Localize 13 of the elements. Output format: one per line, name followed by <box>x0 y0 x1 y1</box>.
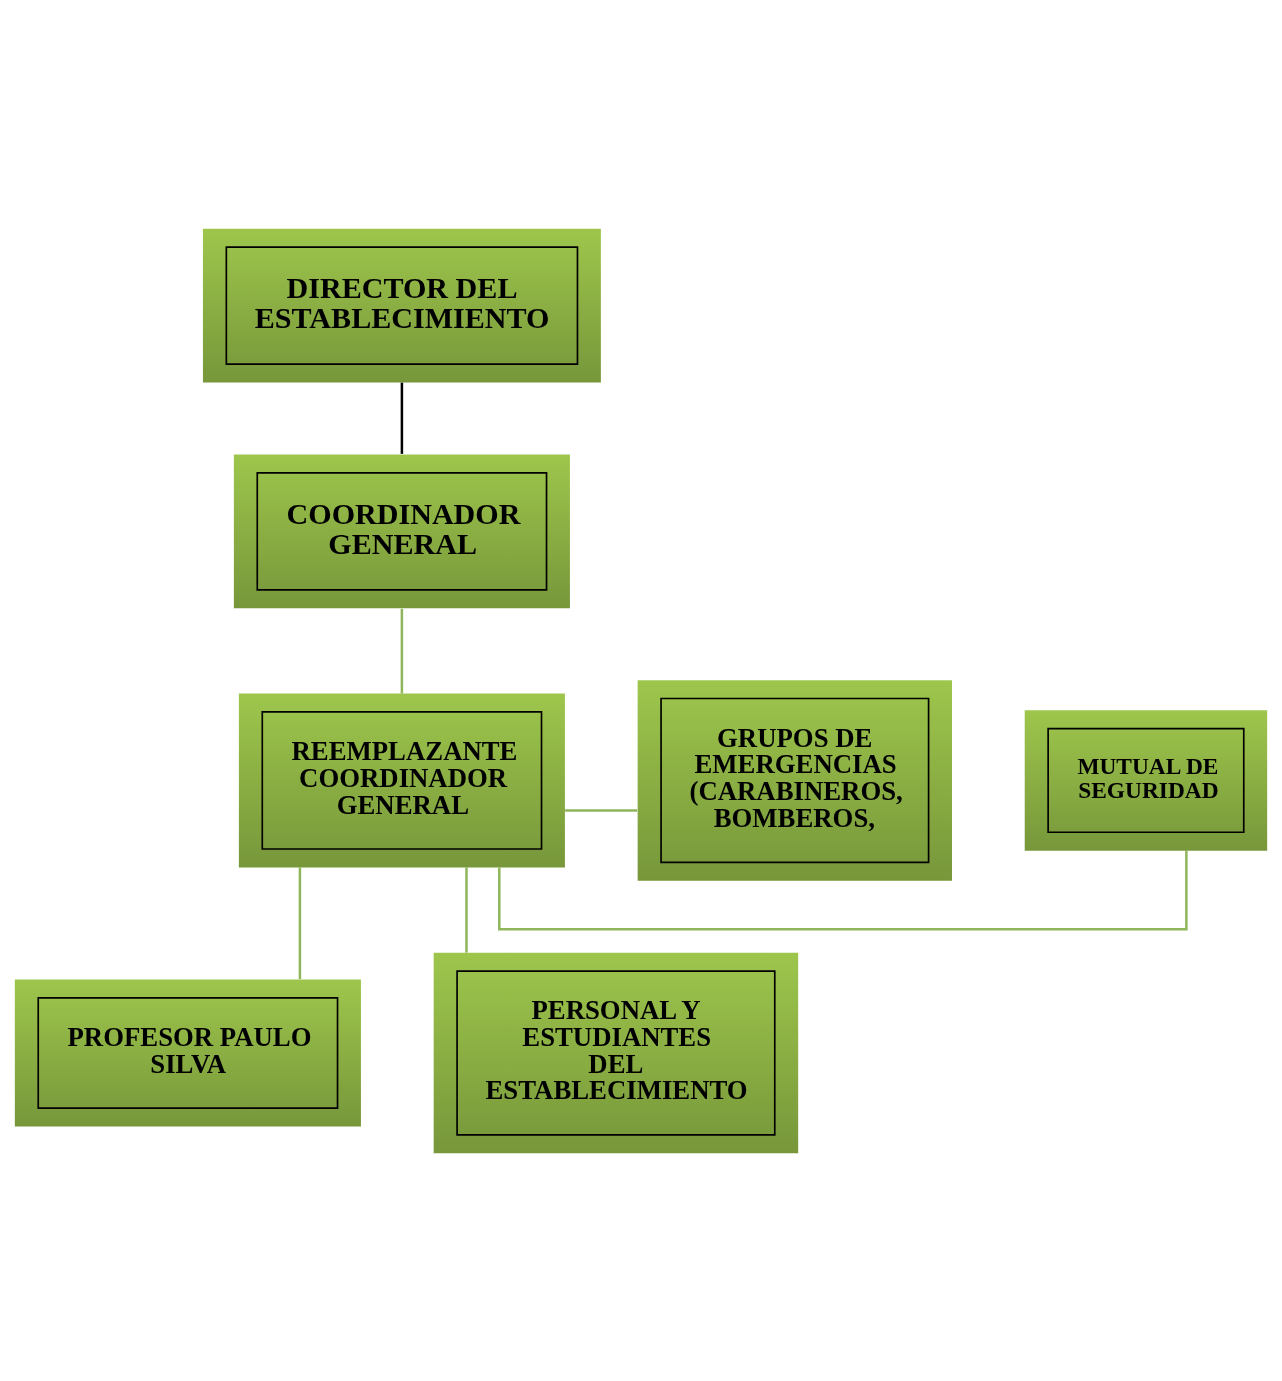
node-box: MUTUAL DE SEGURIDAD <box>1024 709 1268 851</box>
node-box: PERSONAL Y ESTUDIANTES DEL ESTABLECIMIENTO <box>433 952 799 1153</box>
node-box: PROFESOR PAULO SILVA <box>14 978 361 1127</box>
node-box: COORDINADOR GENERAL <box>233 453 570 608</box>
connector <box>498 850 1188 930</box>
connector <box>465 866 468 953</box>
node-box: REEMPLAZANTE COORDINADOR GENERAL <box>238 693 565 867</box>
connector <box>400 608 404 693</box>
connector <box>565 808 638 812</box>
connector <box>298 866 302 979</box>
connector <box>400 382 404 454</box>
node-box: DIRECTOR DEL ESTABLECIMIENTO <box>202 228 601 382</box>
node-box: GRUPOS DE EMERGENCIAS (CARABINEROS, BOMBEROS, <box>637 679 952 881</box>
